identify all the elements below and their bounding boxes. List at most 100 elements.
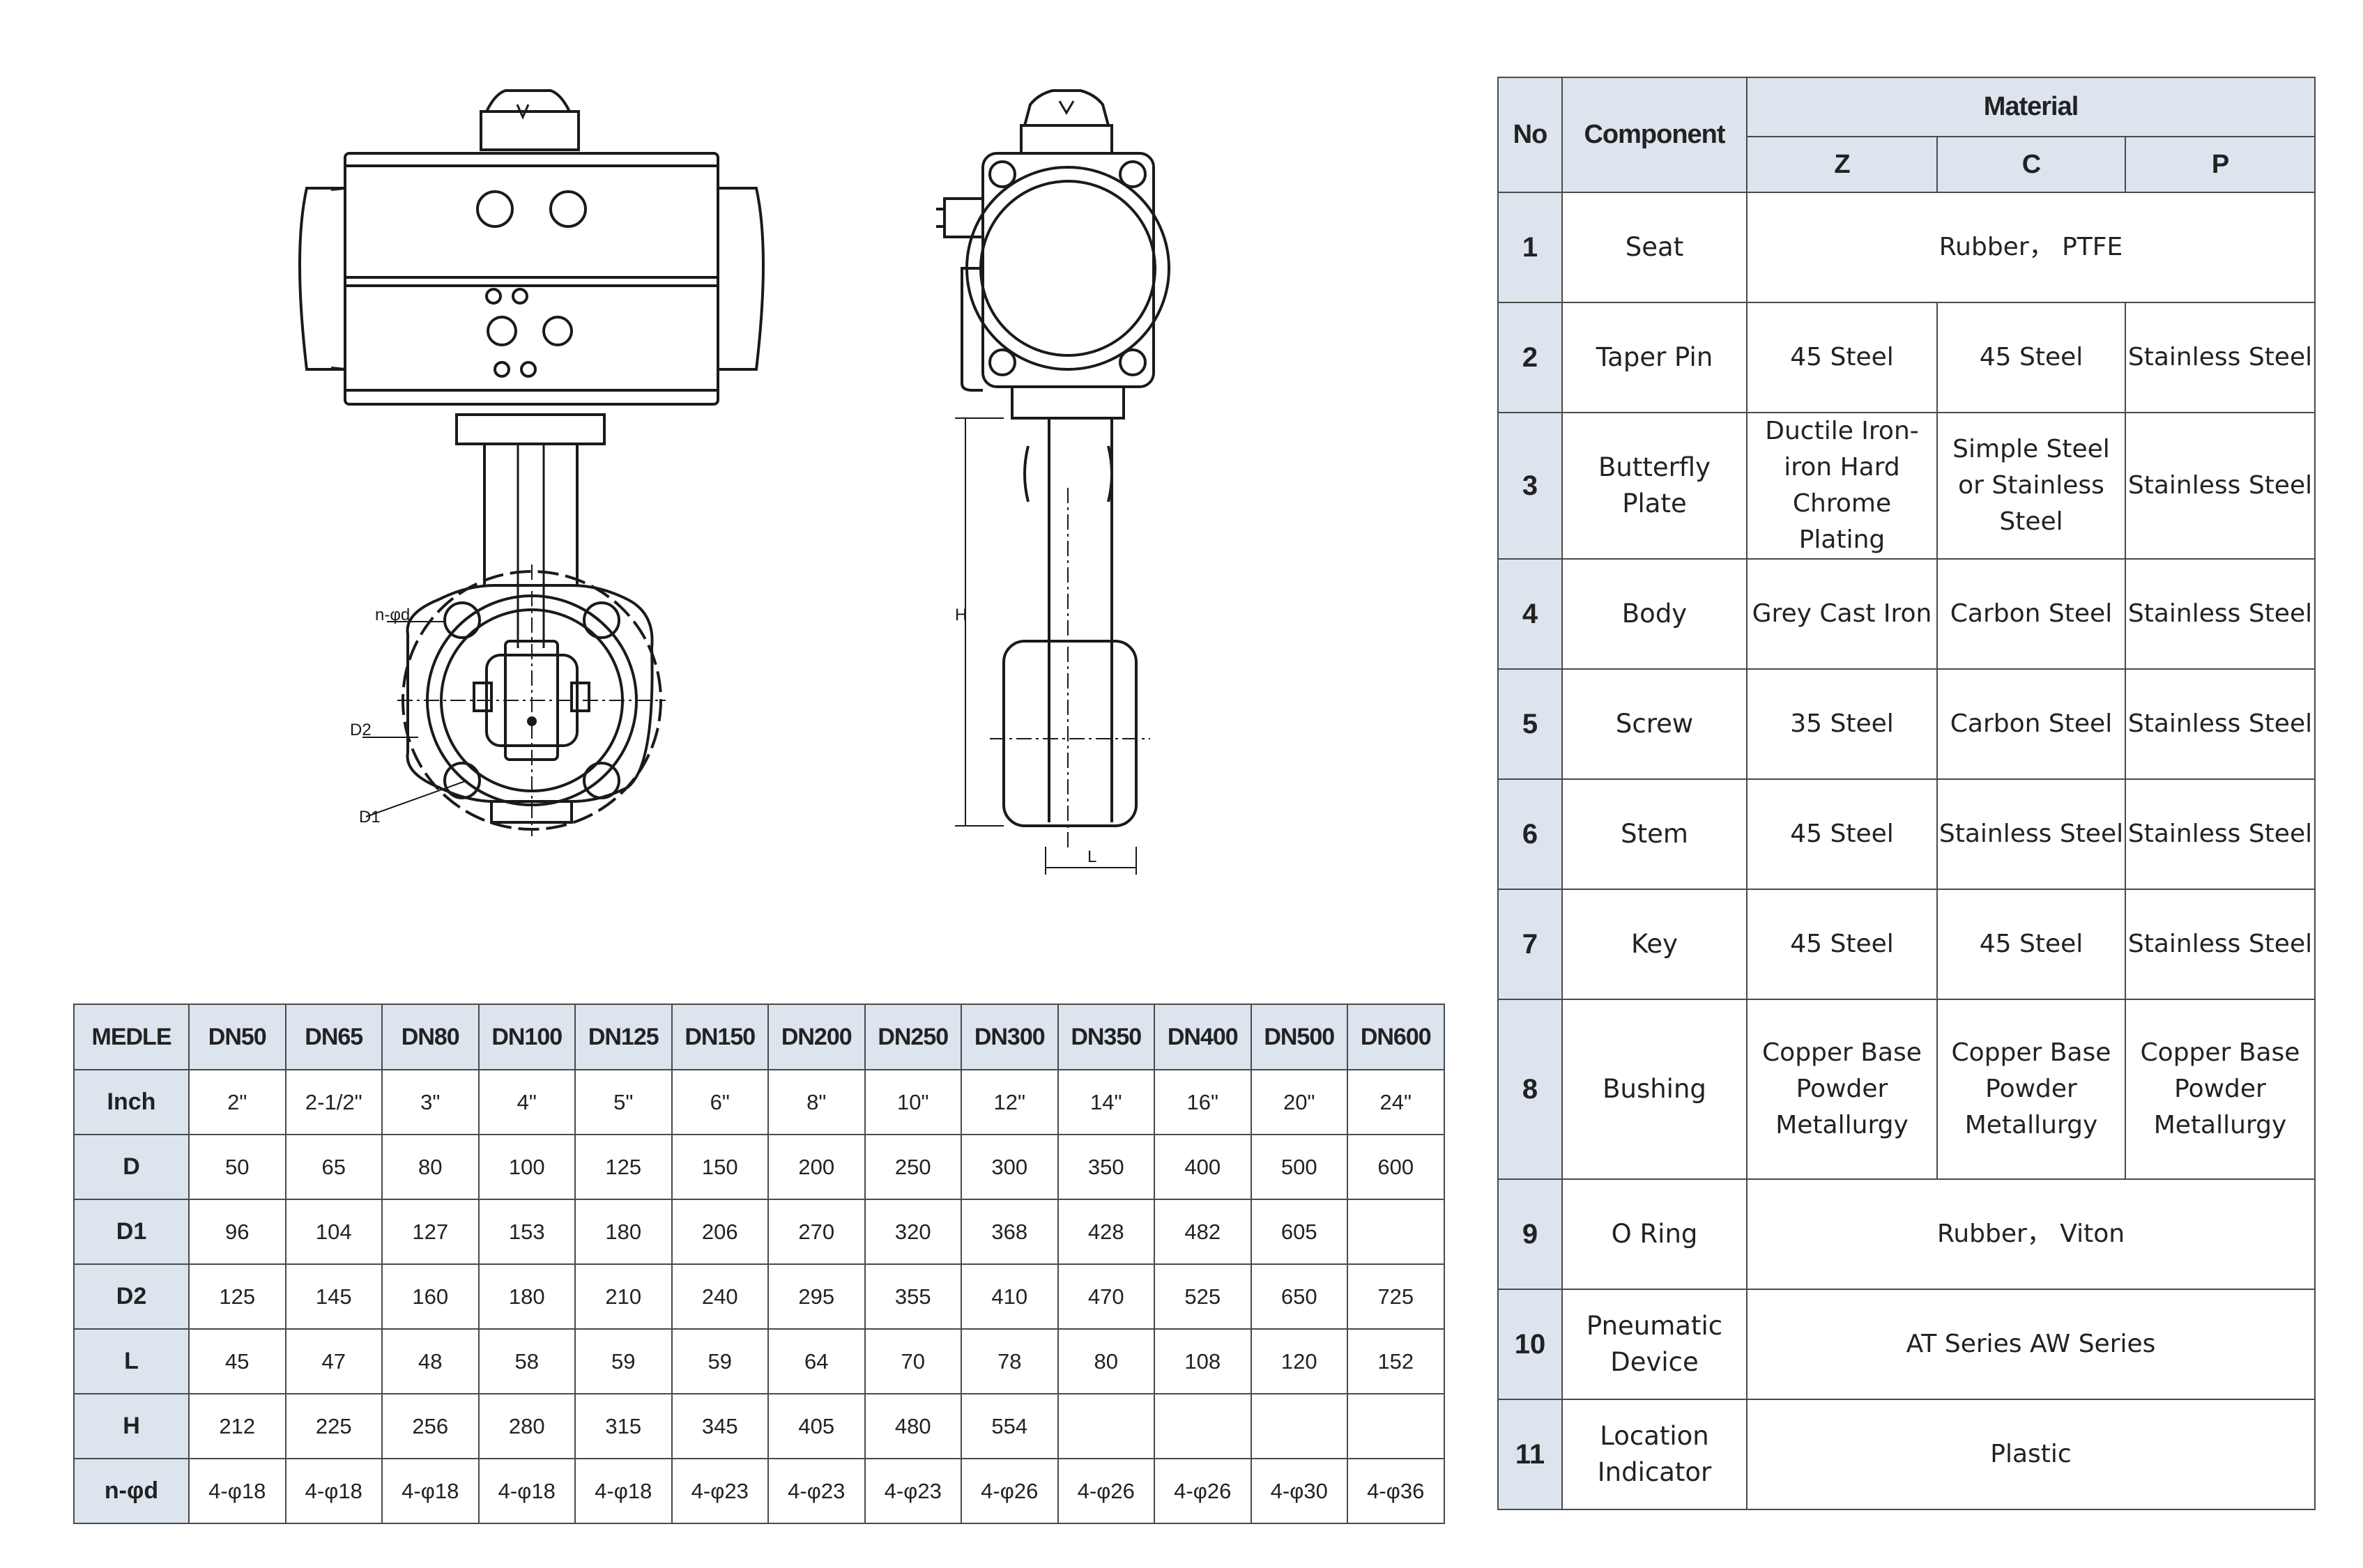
- dimensions-cell: 650: [1250, 1263, 1348, 1330]
- dimensions-cell: 59: [574, 1328, 673, 1394]
- dimensions-cell: 428: [1057, 1199, 1155, 1265]
- dimensions-cell: 14": [1057, 1069, 1155, 1135]
- dimensions-cell: 4": [477, 1069, 576, 1135]
- dimensions-cell: 108: [1154, 1328, 1252, 1394]
- material-row-number: 11: [1497, 1399, 1563, 1510]
- dimensions-cell: 47: [284, 1328, 383, 1394]
- component-name: Body: [1561, 558, 1748, 670]
- front-view-valve-body: [362, 444, 666, 836]
- material-p-cell: Stainless Steel: [2125, 412, 2316, 560]
- dimensions-cell: 480: [864, 1393, 962, 1459]
- dimensions-cell: 20": [1250, 1069, 1348, 1135]
- front-view-actuator: [298, 89, 765, 445]
- dimensions-corner-header: MEDLE: [73, 1004, 190, 1070]
- dimensions-cell: 125: [188, 1263, 286, 1330]
- dimensions-cell: 59: [671, 1328, 769, 1394]
- dimensions-cell: 405: [767, 1393, 866, 1459]
- material-row-number: 3: [1497, 412, 1563, 560]
- dimensions-cell: 96: [188, 1199, 286, 1265]
- dn-column-header: DN350: [1057, 1004, 1155, 1070]
- dimensions-row-label: D2: [73, 1263, 190, 1330]
- dimensions-cell: 525: [1154, 1263, 1252, 1330]
- material-span-cell: Rubber， Viton: [1746, 1178, 2316, 1290]
- dn-column-header: DN100: [477, 1004, 576, 1070]
- dimensions-cell: 16": [1154, 1069, 1252, 1135]
- dimensions-row-label: D1: [73, 1199, 190, 1265]
- dimensions-cell: 6": [671, 1069, 769, 1135]
- dimensions-cell: 104: [284, 1199, 383, 1265]
- dimensions-cell: 4-φ18: [574, 1458, 673, 1524]
- dimensions-cell: 58: [477, 1328, 576, 1394]
- dimensions-cell: 270: [767, 1199, 866, 1265]
- component-name: Bushing: [1561, 999, 1748, 1180]
- dimensions-cell: 300: [961, 1134, 1059, 1200]
- dn-column-header: DN125: [574, 1004, 673, 1070]
- material-p-cell: Stainless Steel: [2125, 302, 2316, 413]
- dimensions-cell: 2": [188, 1069, 286, 1135]
- dimensions-cell: 500: [1250, 1134, 1348, 1200]
- dimensions-cell: 4-φ26: [1057, 1458, 1155, 1524]
- dimensions-cell: 295: [767, 1263, 866, 1330]
- dimensions-cell: [1347, 1199, 1445, 1265]
- dimensions-cell: 24": [1347, 1069, 1445, 1135]
- material-row-number: 1: [1497, 192, 1563, 303]
- material-header-row: No Component Material: [1497, 77, 2316, 193]
- material-c-header: C: [1936, 136, 2126, 193]
- material-p-cell: Copper Base Powder Metallurgy: [2125, 999, 2316, 1180]
- dn-column-header: DN150: [671, 1004, 769, 1070]
- material-span-cell: AT Series AW Series: [1746, 1289, 2316, 1400]
- material-c-cell: 45 Steel: [1936, 302, 2126, 413]
- material-row-number: 4: [1497, 558, 1563, 670]
- component-name: Screw: [1561, 668, 1748, 780]
- dimensions-cell: 80: [1057, 1328, 1155, 1394]
- dn-column-header: DN80: [381, 1004, 480, 1070]
- dimensions-cell: 10": [864, 1069, 962, 1135]
- dimensions-cell: 470: [1057, 1263, 1155, 1330]
- component-name: Key: [1561, 889, 1748, 1000]
- dimensions-cell: 355: [864, 1263, 962, 1330]
- dimensions-cell: 554: [961, 1393, 1059, 1459]
- dimensions-cell: 4-φ18: [188, 1458, 286, 1524]
- material-p-header: P: [2125, 136, 2316, 193]
- dimensions-row-label: Inch: [73, 1069, 190, 1135]
- component-name: Butterfly Plate: [1561, 412, 1748, 560]
- dimensions-cell: 4-φ26: [1154, 1458, 1252, 1524]
- dimensions-row-label: L: [73, 1328, 190, 1394]
- dimensions-cell: 150: [671, 1134, 769, 1200]
- material-c-cell: Carbon Steel: [1936, 558, 2126, 670]
- material-c-cell: Simple Steel or Stainless Steel: [1936, 412, 2126, 560]
- material-header: Material: [1746, 77, 2316, 137]
- dimensions-cell: [1154, 1393, 1252, 1459]
- no-header: No: [1497, 77, 1563, 193]
- material-p-cell: Stainless Steel: [2125, 558, 2316, 670]
- material-p-cell: Stainless Steel: [2125, 778, 2316, 890]
- dn-column-header: DN600: [1347, 1004, 1445, 1070]
- dimensions-cell: 48: [381, 1328, 480, 1394]
- dimensions-cell: 206: [671, 1199, 769, 1265]
- dimensions-cell: 4-φ36: [1347, 1458, 1445, 1524]
- material-p-cell: Stainless Steel: [2125, 668, 2316, 780]
- dimensions-cell: 8": [767, 1069, 866, 1135]
- dimensions-cell: 127: [381, 1199, 480, 1265]
- dimensions-cell: [1250, 1393, 1348, 1459]
- material-z-cell: 35 Steel: [1746, 668, 1938, 780]
- dn-column-header: DN65: [284, 1004, 383, 1070]
- dimensions-cell: 368: [961, 1199, 1059, 1265]
- dimensions-cell: 4-φ23: [767, 1458, 866, 1524]
- material-row-number: 8: [1497, 999, 1563, 1180]
- dimensions-cell: 64: [767, 1328, 866, 1394]
- dimensions-header-row: MEDLE DN50 DN65 DN80 DN100 DN125 DN150 D…: [73, 1004, 1445, 1070]
- material-z-cell: 45 Steel: [1746, 889, 1938, 1000]
